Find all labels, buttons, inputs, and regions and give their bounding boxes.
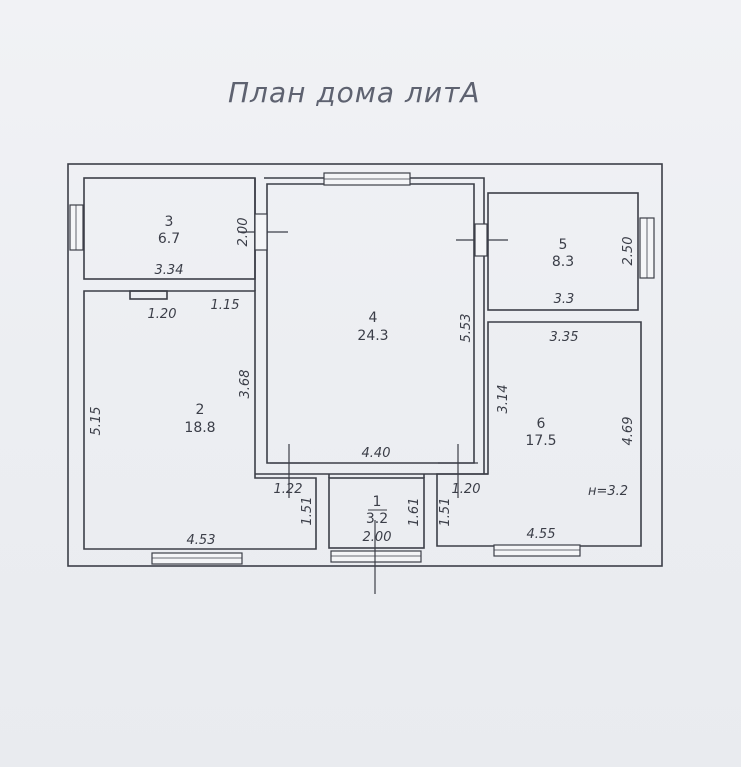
window-bottom-left: [151, 552, 243, 565]
room-5-outline: [487, 192, 639, 311]
dim-r1-height: 1.61: [407, 498, 422, 527]
room-1-number: 1: [373, 494, 382, 510]
room-6-number: 6: [537, 416, 546, 432]
dim-r4-right-height: 5.53: [459, 314, 474, 343]
room-5-number: 5: [559, 237, 568, 253]
room-2-number: 2: [196, 402, 205, 418]
dim-r3-height: 2.00: [236, 218, 251, 247]
dim-r4-bottom: 4.40: [362, 446, 391, 461]
room-1-area: 3.2: [366, 511, 388, 527]
dim-r2-top-right: 1.15: [211, 298, 240, 313]
dim-r5-width: 3.3: [554, 292, 575, 307]
dim-r6-right-height: 4.69: [621, 417, 636, 446]
window-left: [69, 204, 84, 251]
room-2-area: 18.8: [184, 420, 215, 436]
door-mark: [474, 223, 488, 257]
dim-r1-width: 2.00: [363, 530, 392, 545]
corridor-outline: [254, 177, 485, 474]
dim-r6-step-width: 1.20: [452, 482, 481, 497]
room-3-area: 6.7: [158, 231, 180, 247]
door-mark: [254, 213, 268, 251]
room-5-area: 8.3: [552, 254, 574, 270]
plan-title: План дома литА: [228, 76, 481, 109]
dim-r5-height: 2.50: [621, 237, 636, 266]
room-4-number: 4: [369, 310, 378, 326]
window-bottom-mid: [330, 550, 422, 563]
dim-r2-right-height: 3.68: [238, 370, 253, 399]
dim-r2-step-height: 1.51: [300, 497, 315, 526]
dim-r6-step-height: 1.51: [438, 498, 453, 527]
dim-r6-left-height: 3.14: [496, 385, 511, 414]
room-6-area: 17.5: [525, 433, 556, 449]
window-bottom-right: [493, 544, 581, 557]
dim-r6-top: 3.35: [550, 330, 579, 345]
dim-r6-bottom: 4.55: [527, 527, 556, 542]
dim-r2-step-width: 1.22: [274, 482, 303, 497]
room-1-outline: [328, 477, 425, 549]
dim-r2-left-height: 5.15: [89, 407, 104, 436]
room-4-area: 24.3: [357, 328, 388, 344]
partition-niche: [129, 290, 168, 300]
dim-r2-bottom: 4.53: [187, 533, 216, 548]
dim-r2-top-left: 1.20: [148, 307, 177, 322]
room-3-number: 3: [165, 214, 174, 230]
dim-r3-width: 3.34: [155, 263, 184, 278]
outer-wall-outer: [67, 163, 663, 567]
ceiling-height: н=3.2: [588, 484, 628, 499]
